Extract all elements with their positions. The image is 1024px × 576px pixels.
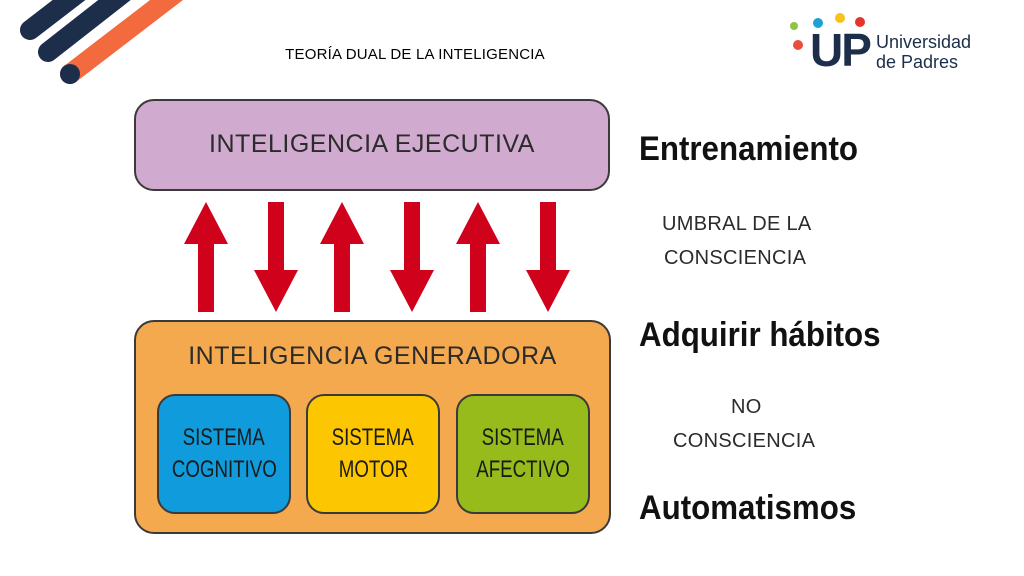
habits-heading: Adquirir hábitos [639, 316, 881, 354]
arrows-group [184, 202, 570, 312]
no-consciousness-line2: CONSCIENCIA [673, 430, 816, 452]
logo-mark: UP [810, 24, 872, 76]
arrow-up-icon [320, 202, 364, 312]
arrow-up-icon [184, 202, 228, 312]
universidad-de-padres-logo: UP Universidad de Padres [780, 10, 1010, 80]
logo-name-line2: de Padres [876, 52, 959, 72]
training-heading: Entrenamiento [639, 130, 859, 168]
arrow-down-icon [390, 202, 434, 312]
cognitive-system-box: SISTEMA COGNITIVO [157, 394, 291, 514]
slide-title: TEORÍA DUAL DE LA INTELIGENCIA [285, 46, 545, 63]
executive-intelligence-label: INTELIGENCIA EJECUTIVA [209, 130, 535, 158]
system-label-line1: SISTEMA [331, 424, 415, 451]
arrow-up-icon [456, 202, 500, 312]
system-label-line2: AFECTIVO [476, 456, 570, 483]
arrow-down-icon [254, 202, 298, 312]
threshold-line2: CONSCIENCIA [664, 247, 807, 269]
logo-dot [790, 22, 798, 30]
system-label-line1: SISTEMA [182, 424, 266, 451]
logo-dot [855, 17, 865, 27]
executive-intelligence-box: INTELIGENCIA EJECUTIVA [134, 99, 610, 191]
system-label-line1: SISTEMA [481, 424, 565, 451]
automatisms-heading: Automatismos [639, 489, 857, 527]
logo-dot [793, 40, 803, 50]
threshold-line1: UMBRAL DE LA [662, 213, 812, 235]
logo-name-line1: Universidad [876, 32, 972, 52]
logo-name: Universidad de Padres [876, 32, 971, 72]
affective-system-box: SISTEMA AFECTIVO [456, 394, 590, 514]
motor-system-box: SISTEMA MOTOR [306, 394, 440, 514]
system-label-line2: COGNITIVO [171, 456, 277, 483]
arrow-down-icon [526, 202, 570, 312]
system-label-line2: MOTOR [338, 456, 408, 483]
logo-dot [813, 18, 823, 28]
logo-dot [835, 13, 845, 23]
no-consciousness-line1: NO [731, 396, 762, 418]
generative-intelligence-label: INTELIGENCIA GENERADORA [188, 342, 557, 370]
decorative-stripes [20, 0, 183, 84]
